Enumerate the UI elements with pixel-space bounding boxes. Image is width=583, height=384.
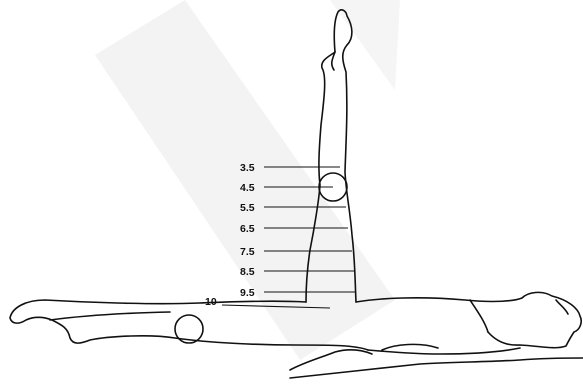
thigh-marker-circle bbox=[174, 314, 204, 344]
label-3-5: 3.5 bbox=[240, 162, 255, 174]
label-5-5: 5.5 bbox=[240, 202, 255, 214]
label-9-5: 9.5 bbox=[240, 287, 255, 299]
label-10: 10 bbox=[205, 296, 217, 308]
label-8-5: 8.5 bbox=[240, 266, 255, 278]
measurement-leaders bbox=[221, 166, 356, 309]
raised-leg-outline bbox=[305, 9, 357, 303]
label-4-5: 4.5 bbox=[240, 182, 255, 194]
watermark-logo bbox=[95, 0, 400, 360]
measurement-labels: 3.5 4.5 5.5 6.5 7.5 8.5 9.5 10 bbox=[205, 162, 255, 308]
label-6-5: 6.5 bbox=[240, 223, 255, 235]
label-7-5: 7.5 bbox=[240, 246, 255, 258]
leader-line bbox=[221, 304, 331, 309]
lying-body-outline bbox=[9, 291, 583, 379]
